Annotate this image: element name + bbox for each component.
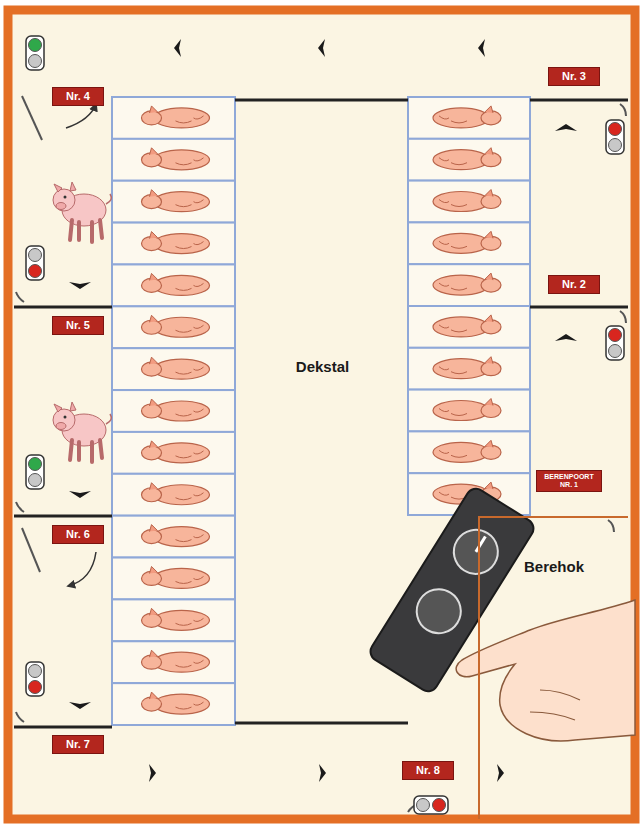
sow-figure: [142, 357, 210, 379]
sow-stall: [112, 558, 235, 600]
gate-number: BERENPOORT NR. 1: [536, 470, 602, 492]
direction-arrow: [319, 764, 326, 782]
sow-stall: [408, 431, 530, 473]
gate-swing-arrow: [66, 104, 96, 128]
direction-arrow: [555, 334, 577, 341]
traffic-light: [26, 455, 44, 489]
sow-stall: [408, 181, 530, 223]
swing-gate: [22, 528, 40, 572]
sow-stall: [112, 599, 235, 641]
sow-stall: [112, 348, 235, 390]
sow-figure: [142, 566, 210, 588]
sow-figure: [433, 315, 501, 337]
area-name: Dekstal: [296, 358, 349, 375]
sow-figure: [142, 483, 210, 505]
sow-figure: [433, 357, 501, 379]
sow-stall: [112, 390, 235, 432]
direction-arrow: [174, 39, 181, 57]
sow-figure: [142, 692, 210, 714]
traffic-light: [26, 662, 44, 696]
traffic-light: [414, 796, 448, 814]
sow-figure: [433, 399, 501, 421]
pen-wall: [235, 99, 408, 102]
sow-figure: [142, 106, 210, 128]
sow-figure: [142, 315, 210, 337]
sow-stall: [408, 222, 530, 264]
hand-figure: [456, 600, 635, 741]
sow-stall: [112, 641, 235, 683]
sow-figure: [433, 106, 501, 128]
sow-figure: [142, 650, 210, 672]
pen-wall: [530, 306, 628, 309]
traffic-light: [26, 246, 44, 280]
sow-stall: [408, 306, 530, 348]
swing-gate: [22, 96, 42, 140]
pen-wall: [14, 306, 112, 309]
direction-arrows: [69, 39, 577, 782]
sow-stall: [112, 474, 235, 516]
sow-stall: [408, 264, 530, 306]
sow-stall: [112, 97, 235, 139]
sow-stall: [112, 432, 235, 474]
sow-stall: [112, 264, 235, 306]
sow-figure: [142, 232, 210, 254]
direction-arrow: [478, 39, 485, 57]
pig-figure: [53, 402, 111, 462]
sow-stall: [408, 139, 530, 181]
sow-stall: [112, 223, 235, 265]
sow-stall: [112, 683, 235, 725]
traffic-light: [26, 36, 44, 70]
sow-figure: [433, 231, 501, 253]
pen-wall: [14, 726, 112, 729]
gate-number: Nr. 4: [52, 87, 104, 106]
direction-arrow: [69, 491, 91, 498]
sow-figure: [142, 273, 210, 295]
sow-stall: [112, 306, 235, 348]
area-name: Berehok: [524, 558, 584, 575]
pig-figure: [53, 182, 111, 242]
direction-arrow: [497, 764, 504, 782]
gate-swing-arrow: [68, 552, 96, 586]
sow-stall: [112, 139, 235, 181]
direction-arrow: [149, 764, 156, 782]
sow-figure: [433, 273, 501, 295]
gate-number: Nr. 2: [548, 275, 600, 294]
sow-figure: [433, 440, 501, 462]
sow-stall: [408, 97, 530, 139]
direction-arrow: [318, 39, 325, 57]
gate-number: Nr. 3: [548, 67, 600, 86]
sow-stall: [112, 516, 235, 558]
direction-arrow: [69, 702, 91, 709]
traffic-light: [606, 120, 624, 154]
direction-arrow: [69, 282, 91, 289]
sow-figure: [142, 148, 210, 170]
sow-figure: [142, 441, 210, 463]
sow-stall: [408, 348, 530, 390]
traffic-light: [606, 326, 624, 360]
direction-arrow: [555, 124, 577, 131]
sow-figure: [142, 608, 210, 630]
sow-figure: [142, 399, 210, 421]
sow-figure: [142, 190, 210, 212]
sow-figure: [142, 525, 210, 547]
sow-figure: [433, 190, 501, 212]
sow-figure: [433, 148, 501, 170]
pen-wall: [14, 515, 112, 518]
sow-stall: [408, 390, 530, 432]
pen-wall: [530, 99, 628, 102]
gate-number: Nr. 6: [52, 525, 104, 544]
pen-box: Berehok: [478, 516, 628, 819]
pen-wall: [235, 722, 408, 725]
gate-number: Nr. 7: [52, 735, 104, 754]
sow-stall: [112, 181, 235, 223]
gate-number: Nr. 5: [52, 316, 104, 335]
gate-number: Nr. 8: [402, 761, 454, 780]
barn-wall: [8, 10, 635, 819]
barn-area: Dekstal: [240, 100, 405, 720]
